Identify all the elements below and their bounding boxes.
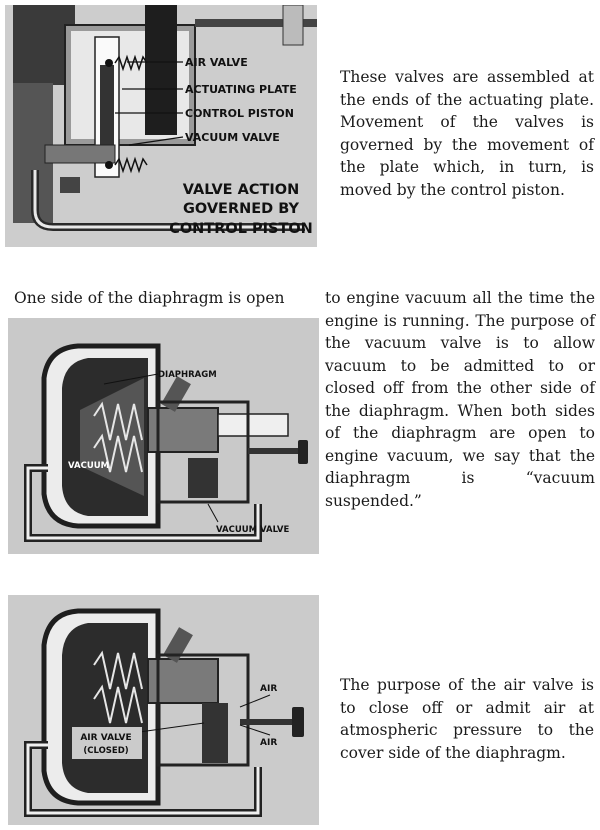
label-diaphragm: DIAPHRAGM <box>158 370 217 380</box>
figure-valve-action: AIR VALVE ACTUATING PLATE CONTROL PISTON… <box>5 5 317 247</box>
paragraph-valves-assembled: These valves are assembled at the ends o… <box>340 68 594 199</box>
paragraph-diaphragm-rest: to engine vacuum all the time the engine… <box>325 289 595 510</box>
figure-vacuum-suspended: DIAPHRAGM VACUUM VACUUM VALVE <box>8 318 319 554</box>
paragraph-diaphragm-lead: One side of the diaphragm is open <box>14 289 285 307</box>
label-control-piston: CONTROL PISTON <box>185 107 294 120</box>
vacuum-suspended-illustration: DIAPHRAGM VACUUM VACUUM VALVE <box>8 318 319 554</box>
label-air-valve-3: AIR VALVE <box>80 733 131 743</box>
label-air-valve: AIR VALVE <box>185 56 248 69</box>
label-air-bottom: AIR <box>260 738 277 748</box>
label-vacuum-valve-2: VACUUM VALVE <box>216 525 289 535</box>
caption-line-3: CONTROL PISTON <box>169 221 313 237</box>
caption-line-1: VALVE ACTION <box>183 182 300 198</box>
label-air-top: AIR <box>260 684 277 694</box>
label-vacuum-valve: VACUUM VALVE <box>185 131 280 144</box>
label-closed: (CLOSED) <box>83 746 128 756</box>
figure-air-valve-closed: AIR AIR AIR VALVE (CLOSED) <box>8 595 319 825</box>
label-vacuum: VACUUM <box>68 461 109 471</box>
paragraph-air-valve: The purpose of the air valve is to close… <box>340 676 594 762</box>
valve-action-illustration: AIR VALVE ACTUATING PLATE CONTROL PISTON… <box>5 5 317 247</box>
air-valve-illustration: AIR AIR AIR VALVE (CLOSED) <box>8 595 319 825</box>
label-actuating-plate: ACTUATING PLATE <box>185 83 297 96</box>
caption-line-2: GOVERNED BY <box>183 201 300 217</box>
